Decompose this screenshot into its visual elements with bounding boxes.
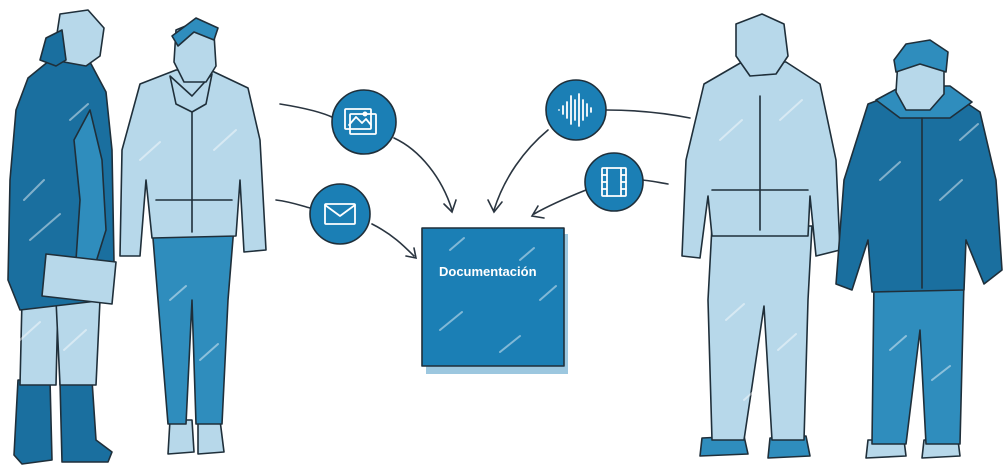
audio-badge (545, 79, 607, 141)
arrow-video-to-box (639, 179, 669, 185)
video-badge (584, 152, 644, 212)
arrow-video-to-box-2 (533, 189, 587, 215)
person-right-light-outfit (681, 13, 841, 459)
person-left-dark-coat (7, 9, 117, 465)
arrow-audio-to-box (605, 109, 691, 119)
arrow-audio-to-box-2 (493, 129, 549, 211)
email-badge (309, 183, 371, 245)
person-right-dark-coat (835, 39, 1003, 459)
arrow-email-to-box (275, 199, 311, 209)
film-strip-icon (601, 167, 627, 197)
arrow-email-to-box-2 (371, 223, 415, 257)
envelope-icon (324, 203, 356, 225)
flow-arrows (275, 103, 691, 260)
image-badge (331, 89, 397, 155)
audio-waveform-icon (558, 93, 592, 127)
documentation-box: Documentación (421, 227, 568, 374)
arrow-image-to-box-2 (393, 137, 453, 211)
person-left-light-jacket (119, 17, 267, 455)
image-gallery-icon (344, 108, 377, 135)
documentation-label: Documentación (439, 264, 537, 279)
arrow-image-to-box (279, 103, 335, 119)
